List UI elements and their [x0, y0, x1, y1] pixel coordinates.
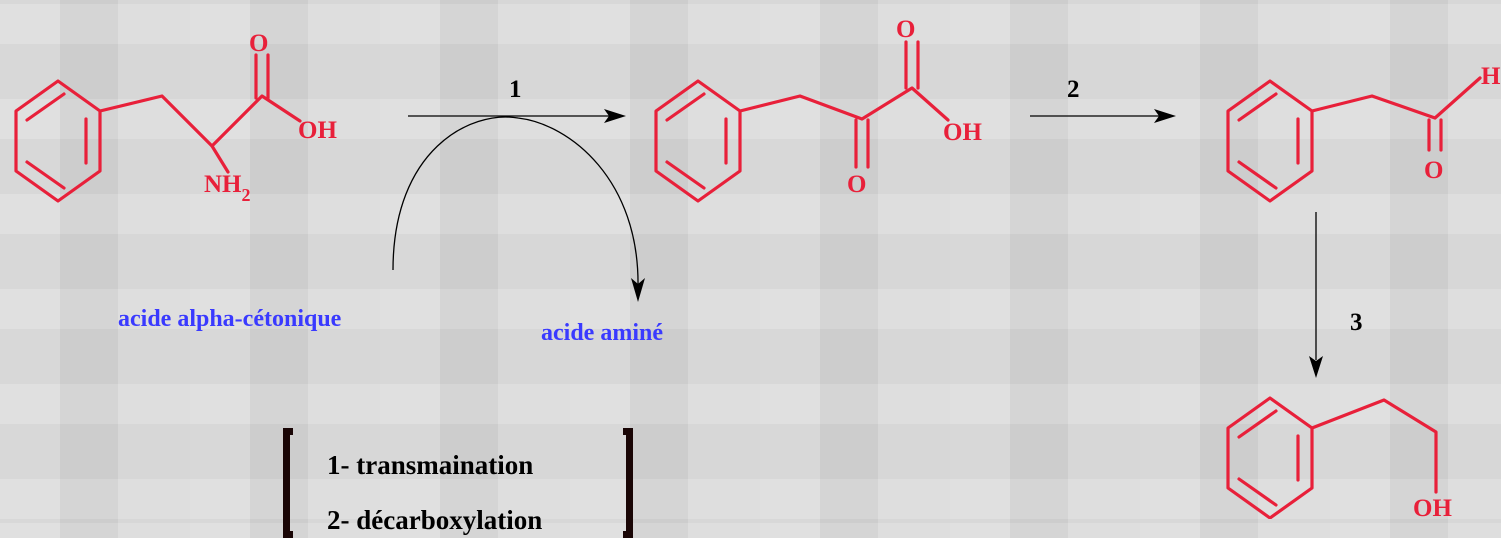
- step-1-arrow: [408, 109, 626, 123]
- aldehyde-hydrogen: H: [1481, 63, 1501, 90]
- benzene-ring: [14, 79, 102, 203]
- aldehyde-oxygen: O: [1424, 157, 1443, 184]
- benzene-ring: [1226, 79, 1314, 203]
- amine-label: NH2: [204, 171, 251, 205]
- legend-right-bracket: [623, 428, 633, 538]
- benzene-ring: [1226, 396, 1314, 519]
- carbonyl-oxygen: O: [896, 16, 915, 43]
- amino-acid-label: acide aminé: [541, 320, 663, 346]
- reaction-scheme: O OH NH2 O OH O O H OH: [14, 16, 1501, 519]
- step-2-arrow: [1030, 109, 1176, 123]
- cofactor-curved-arrow: [392, 116, 645, 302]
- legend-left-bracket: [283, 428, 293, 538]
- hydroxyl-label: OH: [943, 119, 982, 146]
- step-3-number: 3: [1350, 309, 1363, 336]
- step-legend: 1- transmaination 2- décarboxylation: [283, 428, 633, 538]
- hydroxyl-label: OH: [298, 117, 337, 144]
- step-1-number: 1: [509, 76, 522, 103]
- benzene-ring: [654, 79, 742, 203]
- legend-item-1: 1- transmaination: [327, 450, 534, 480]
- step-3-arrow: [1309, 212, 1323, 378]
- legend-item-2: 2- décarboxylation: [327, 505, 543, 535]
- phenylethanol-structure: OH: [1226, 396, 1452, 519]
- carbonyl-oxygen: O: [249, 30, 268, 57]
- step-2-number: 2: [1067, 76, 1080, 103]
- hydroxyl-label: OH: [1413, 495, 1452, 519]
- keto-acid-label: acide alpha-cétonique: [118, 306, 342, 332]
- phenylalanine-structure: O OH NH2: [14, 30, 337, 205]
- phenylpyruvic-acid-structure: O OH O: [654, 16, 982, 203]
- keto-oxygen: O: [847, 171, 866, 198]
- phenylacetaldehyde-structure: O H: [1226, 63, 1501, 203]
